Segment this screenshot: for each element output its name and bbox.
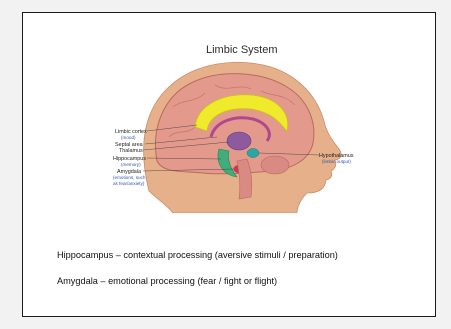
thalamus-shape [227,132,251,150]
slide-notes: Hippocampus – contextual processing (ave… [57,249,417,301]
figure-title: Limbic System [206,44,278,56]
slide: Limbic System [22,12,436,317]
note-amygdala: Amygdala – emotional processing (fear / … [57,275,417,287]
note-hippocampus: Hippocampus – contextual processing (ave… [57,249,417,261]
svg-text:(memory): (memory) [121,162,141,167]
cerebellum-shape [261,156,289,174]
svg-text:as fear/anxiety): as fear/anxiety) [113,181,145,186]
hypothalamus-shape [247,149,259,158]
svg-text:(mood): (mood) [121,135,136,140]
svg-text:Thalamus: Thalamus [119,148,143,154]
svg-text:(limbic output): (limbic output) [322,159,351,164]
svg-text:(emotions, such: (emotions, such [113,175,146,180]
limbic-system-illustration: Limbic System [111,41,357,213]
